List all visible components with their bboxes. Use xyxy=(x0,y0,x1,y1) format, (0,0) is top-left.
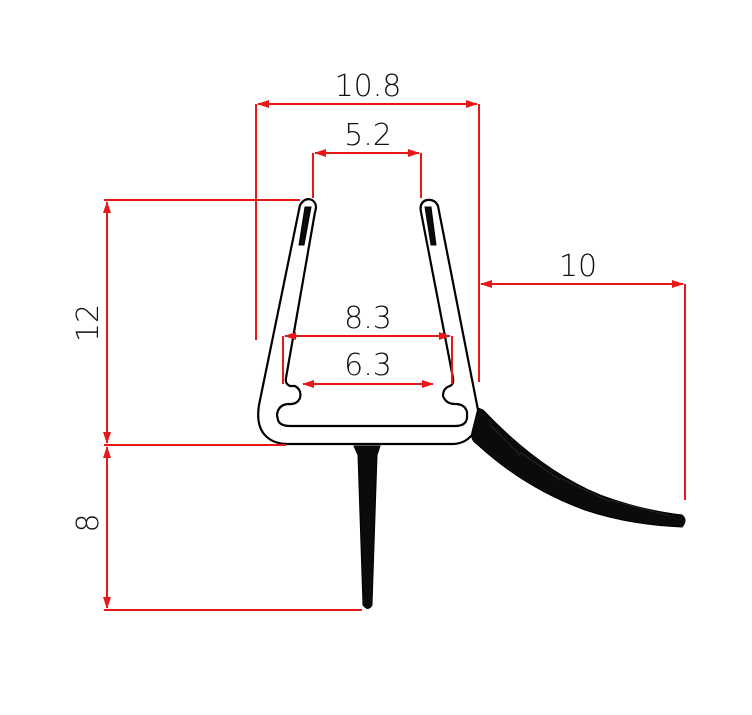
dimension-top-opening: 5.2 xyxy=(312,118,422,198)
svg-text:5.2: 5.2 xyxy=(344,118,392,153)
svg-text:12: 12 xyxy=(71,304,106,342)
svg-text:10: 10 xyxy=(559,249,597,284)
left-lip-insert xyxy=(298,206,312,246)
dimension-channel-height: 12 xyxy=(71,199,300,446)
svg-text:10.8: 10.8 xyxy=(335,69,402,104)
dimension-bottom-fin-length: 8 xyxy=(71,446,362,611)
svg-text:6.3: 6.3 xyxy=(344,348,392,383)
dimension-inner-width-upper: 8.3 xyxy=(282,301,453,384)
bottom-fin xyxy=(353,445,381,609)
dimension-side-fin-reach: 10 xyxy=(480,249,686,500)
svg-text:8: 8 xyxy=(71,513,106,532)
svg-text:8.3: 8.3 xyxy=(344,301,392,336)
u-channel-profile xyxy=(257,198,480,446)
side-fin xyxy=(471,407,686,528)
dimension-inner-width-lower: 6.3 xyxy=(302,348,434,388)
right-lip-insert xyxy=(424,206,437,246)
dimension-overall-width: 10.8 xyxy=(255,69,480,382)
